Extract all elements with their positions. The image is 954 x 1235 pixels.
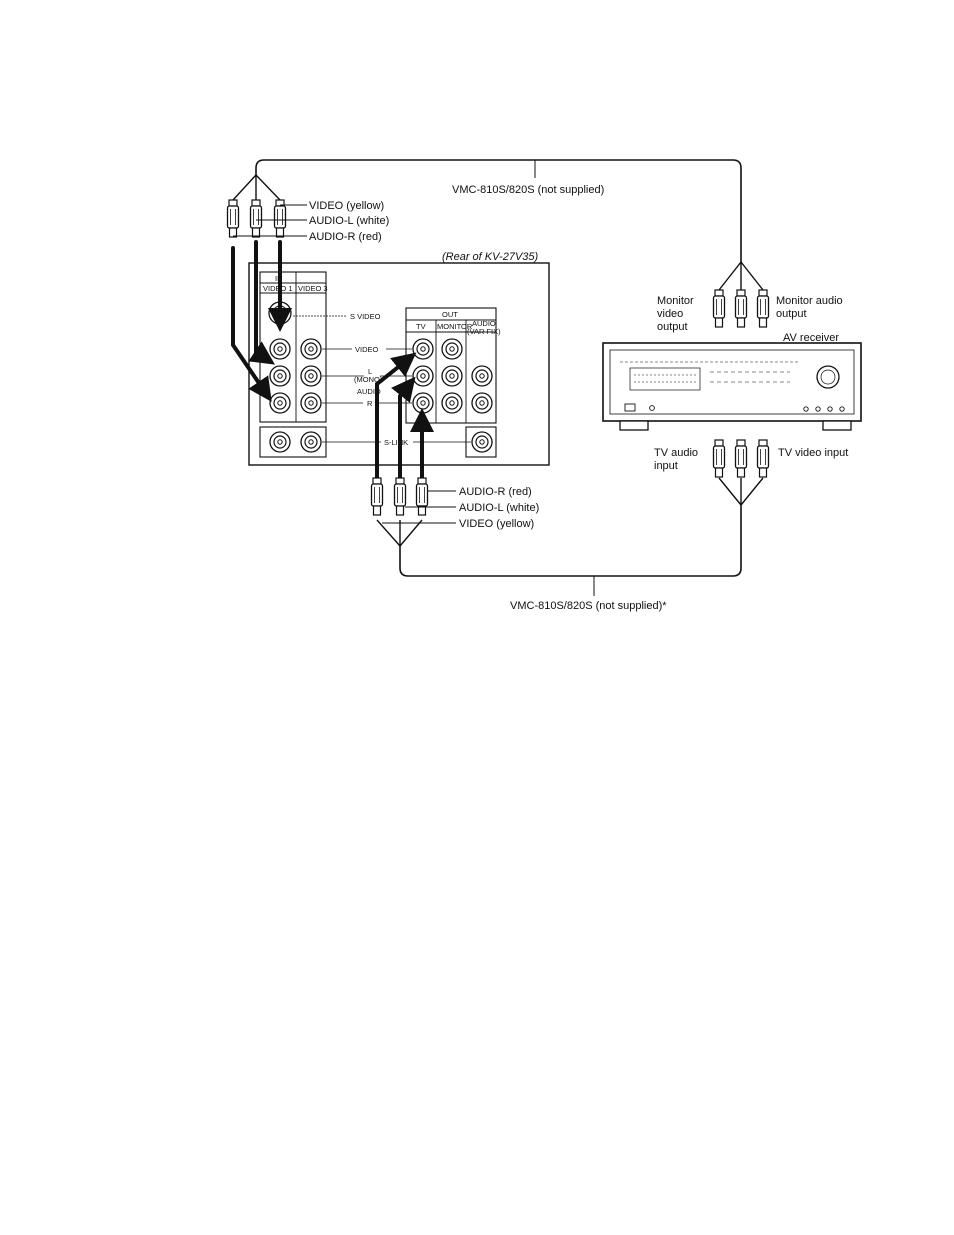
out-section xyxy=(405,307,497,424)
label-monitor-audio-output-2: output xyxy=(776,308,807,320)
label-s-video: S VIDEO xyxy=(350,312,381,321)
cable-bottom-label: VMC-810S/820S (not supplied)* xyxy=(510,600,667,612)
label-video: VIDEO xyxy=(355,345,379,354)
label-tv-video-input: TV video input xyxy=(778,447,848,459)
plug-audio-l-top xyxy=(249,199,263,238)
label-bottom-video-yellow: VIDEO (yellow) xyxy=(459,518,534,530)
label-top-video-yellow: VIDEO (yellow) xyxy=(309,200,384,212)
bottom-cable xyxy=(376,477,764,596)
tv-input-plugs xyxy=(712,439,770,478)
top-cable xyxy=(232,159,764,291)
label-monitor-video-output-1: Monitor xyxy=(657,295,694,307)
audio-var-header-2: (VAR FIX) xyxy=(467,327,501,336)
label-av-receiver: AV receiver xyxy=(783,332,839,344)
label-monitor-video-output-3: output xyxy=(657,321,688,333)
label-top-audio-r-red: AUDIO-R (red) xyxy=(309,231,382,243)
label-monitor-audio-output-1: Monitor audio xyxy=(776,295,843,307)
top-left-plugs xyxy=(226,199,307,238)
label-audio: AUDIO xyxy=(357,387,381,396)
label-tv-audio-input-2: input xyxy=(654,460,678,472)
cable-top-label: VMC-810S/820S (not supplied) xyxy=(452,184,604,196)
label-top-audio-l-white: AUDIO-L (white) xyxy=(309,215,389,227)
label-tv-audio-input-1: TV audio xyxy=(654,447,698,459)
audio-var-header-1: AUDIO xyxy=(472,319,496,328)
monitor-output-plugs xyxy=(712,289,770,328)
label-r: R xyxy=(367,399,373,408)
monitor-header: MONITOR xyxy=(437,322,473,331)
plug-video-top xyxy=(226,199,240,238)
video1-header: VIDEO 1 xyxy=(263,284,293,293)
bottom-plugs xyxy=(370,477,456,524)
rear-caption: (Rear of KV-27V35) xyxy=(442,251,539,263)
in-arrows xyxy=(231,240,292,402)
label-bottom-audio-r-red: AUDIO-R (red) xyxy=(459,486,532,498)
out-arrows xyxy=(375,352,434,480)
label-mono: (MONO) xyxy=(354,375,383,384)
s-link-left xyxy=(259,426,327,458)
plug-audio-r-top xyxy=(273,199,287,238)
av-receiver xyxy=(602,342,862,431)
label-s-link: S-LINK xyxy=(384,438,408,447)
label-monitor-video-output-2: video xyxy=(657,308,683,320)
panel-leader-lines xyxy=(293,315,471,443)
video3-header: VIDEO 3 xyxy=(298,284,328,293)
label-bottom-audio-l-white: AUDIO-L (white) xyxy=(459,502,539,514)
tv-header: TV xyxy=(416,322,426,331)
out-header: OUT xyxy=(442,310,458,319)
label-l: L xyxy=(368,367,372,376)
